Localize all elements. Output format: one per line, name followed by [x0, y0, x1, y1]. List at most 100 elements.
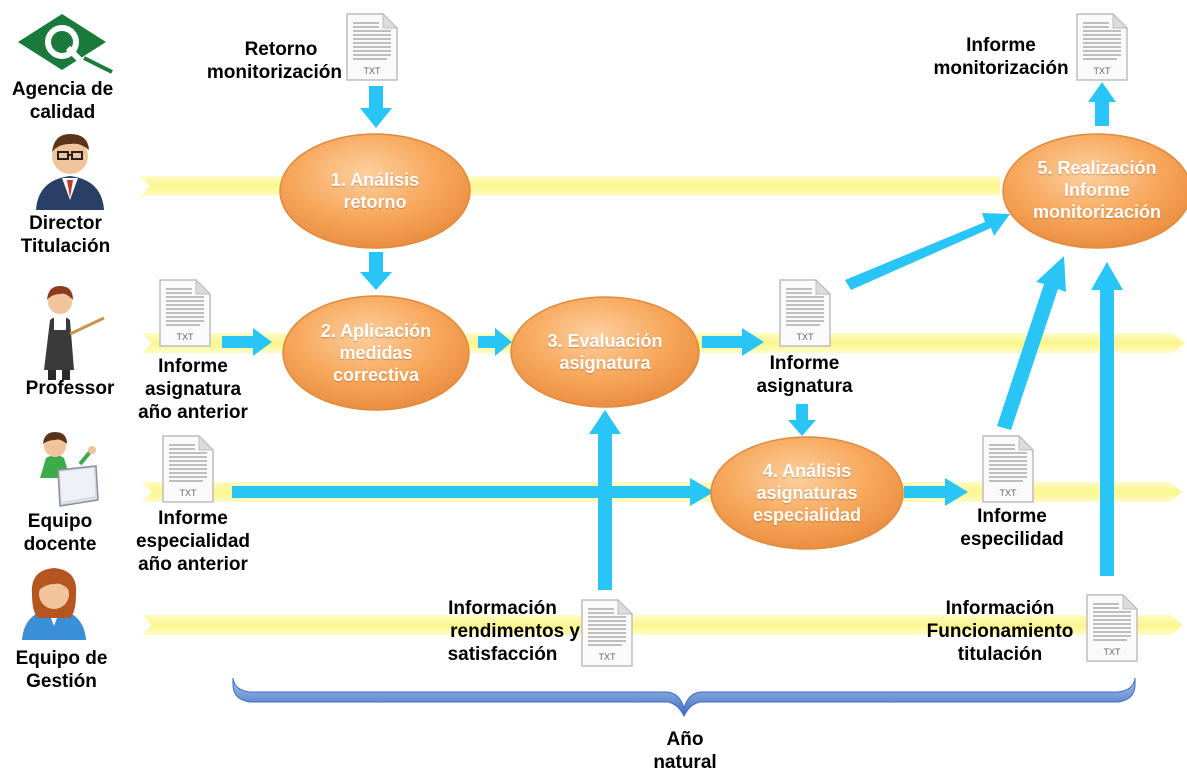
document-icon-operation: TXT — [1086, 594, 1138, 662]
process-label-course-evaluation: 3. Evaluación asignatura — [520, 330, 690, 374]
quality-agency-logo-icon — [18, 14, 113, 74]
document-icon-return: TXT — [346, 13, 398, 81]
doc-label-line: satisfacción — [447, 644, 558, 665]
doc-label-prev-course-report: Informe asignatura año anterior — [118, 355, 268, 424]
doc-label-line: Retorno — [244, 39, 318, 60]
process-specialty-analysis — [710, 436, 904, 550]
doc-txt-label: TXT — [1094, 66, 1112, 76]
role-quality-agency-line-2: calidad — [29, 102, 96, 123]
doc-label-specialty-report: Informe especilidad — [942, 505, 1082, 551]
doc-label-line: asignatura — [144, 379, 242, 400]
process-label-corrective-measures: 2. Aplicación medidas correctiva — [291, 320, 461, 386]
doc-label-line: Informe — [966, 35, 1036, 56]
role-director: Director Titulación — [8, 212, 123, 258]
doc-label-line: Funcionamiento — [926, 621, 1074, 642]
process-nodes — [279, 133, 1187, 550]
professor-avatar-icon — [44, 286, 105, 380]
process-label-line: 5. Realización — [1037, 158, 1157, 178]
doc-label-line: Información — [945, 598, 1055, 619]
arrow-final-to-monitoring-report — [1088, 82, 1116, 126]
document-icon-specialty-report: TXT — [982, 435, 1034, 503]
doc-label-line: Informe — [158, 356, 228, 377]
process-label-final-report: 5. Realización Informe monitorización — [1007, 157, 1187, 223]
process-label-specialty-analysis: 4. Análisis asignaturas especialidad — [722, 460, 892, 526]
doc-label-line: año anterior — [138, 402, 248, 423]
director-avatar-icon — [36, 134, 104, 210]
role-management-team-line-1: Equipo de — [15, 648, 108, 669]
management-avatar-icon — [22, 568, 86, 640]
doc-txt-label: TXT — [599, 652, 617, 662]
doc-label-line: especilidad — [960, 529, 1064, 550]
process-course-evaluation — [510, 296, 700, 408]
role-quality-agency: Agencia de calidad — [5, 78, 120, 124]
document-icon-monitoring-report: TXT — [1076, 13, 1128, 81]
arrow-return-to-analysis — [360, 86, 392, 128]
document-icon-course-report: TXT — [779, 279, 831, 347]
role-teaching-team-line-1: Equipo — [27, 511, 93, 532]
arrow-prev-report-to-measures — [222, 328, 272, 356]
process-label-line: 2. Aplicación — [320, 321, 432, 341]
role-management-team: Equipo de Gestión — [4, 647, 119, 693]
process-label-line: 3. Evaluación — [547, 331, 663, 351]
role-management-team-line-2: Gestión — [26, 671, 97, 692]
arrow-performance-to-evaluation — [589, 410, 621, 590]
doc-label-return-monitoring: Retorno monitorización — [200, 38, 342, 84]
role-professor-line-1: Professor — [25, 378, 115, 399]
arrow-analysis-to-specialty-report — [904, 478, 968, 506]
teaching-team-avatar-icon — [40, 432, 99, 507]
doc-label-line: rendimentos y — [450, 621, 580, 642]
doc-label-line: Informe — [769, 353, 840, 374]
arrow-specialty-report-to-final — [997, 256, 1066, 430]
arrow-measures-to-evaluation — [478, 328, 512, 356]
process-label-line: monitorización — [1032, 202, 1161, 222]
arrow-course-report-to-specialty — [788, 404, 816, 436]
role-quality-agency-line-1: Agencia de — [11, 79, 114, 100]
role-professor: Professor — [6, 377, 134, 400]
arrow-operation-to-final — [1091, 262, 1123, 576]
doc-txt-label: TXT — [180, 488, 198, 498]
process-label-line: Informe — [1063, 180, 1130, 200]
doc-label-line: titulación — [957, 644, 1043, 665]
doc-txt-label: TXT — [364, 66, 382, 76]
process-final-report — [1002, 133, 1187, 249]
arrow-analysis-to-measures — [360, 252, 392, 290]
process-label-line: 4. Análisis — [762, 461, 852, 481]
process-label-line: medidas — [339, 343, 413, 363]
process-label-line: correctiva — [332, 365, 420, 385]
timeline-label-line-2: natural — [653, 752, 717, 773]
document-icons: TXT TXT TXT TXT TXT TXT TXT TXT — [159, 13, 1138, 667]
doc-label-operation-info: Información Funcionamiento titulación — [915, 597, 1085, 666]
document-icon-prev-course: TXT — [159, 279, 211, 347]
doc-txt-label: TXT — [797, 332, 815, 342]
arrow-prev-specialty-to-analysis — [232, 478, 714, 506]
doc-txt-label: TXT — [1104, 647, 1122, 657]
process-analysis-return — [279, 133, 471, 249]
swimlane-director — [140, 176, 1000, 196]
doc-txt-label: TXT — [177, 332, 195, 342]
doc-label-prev-specialty-report: Informe especialidad año anterior — [118, 507, 268, 576]
doc-label-line: Información — [448, 598, 557, 619]
doc-label-line: Informe — [158, 508, 228, 529]
flow-arrows — [222, 82, 1123, 590]
doc-label-line: asignatura — [756, 376, 853, 397]
doc-label-line: monitorización — [933, 58, 1069, 79]
process-label-line: asignaturas — [756, 483, 858, 503]
doc-label-line: especialidad — [135, 531, 251, 552]
role-director-line-2: Titulación — [20, 236, 111, 257]
process-label-line: asignatura — [559, 353, 651, 373]
arrow-course-report-to-final — [845, 213, 1010, 290]
doc-label-line: monitorización — [206, 62, 342, 83]
role-director-line-1: Director — [29, 213, 102, 234]
document-icon-performance: TXT — [581, 599, 633, 667]
timeline-label-line-1: Año — [666, 729, 704, 750]
swimlanes — [140, 176, 1185, 635]
process-label-line: 1. Análisis — [330, 170, 420, 190]
role-teaching-team-line-2: docente — [23, 534, 97, 555]
document-icon-prev-specialty: TXT — [162, 435, 214, 503]
swimlane-management — [142, 615, 1182, 635]
process-label-line: especialidad — [752, 505, 862, 525]
arrow-evaluation-to-course-report — [702, 328, 764, 356]
role-teaching-team: Equipo docente — [10, 510, 110, 556]
process-label-analysis-return: 1. Análisis retorno — [290, 169, 460, 213]
